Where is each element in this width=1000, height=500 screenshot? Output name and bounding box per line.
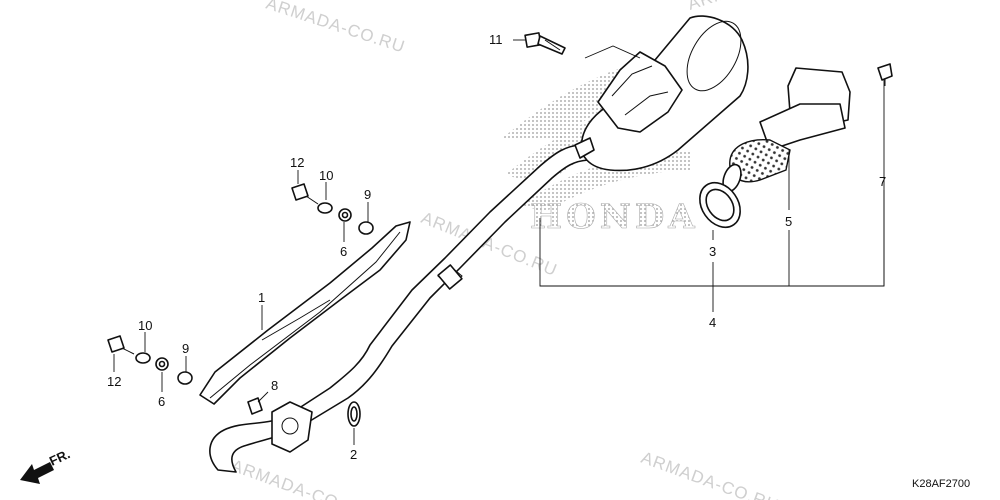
leader-lines xyxy=(113,39,885,445)
bolt-part-11 xyxy=(524,32,566,55)
heat-protector-part xyxy=(199,221,411,405)
honda-logo-text: HONDA xyxy=(530,197,699,237)
exhaust-gasket-part xyxy=(347,401,361,427)
exhaust-flange-part xyxy=(271,401,313,453)
callout-5: 5 xyxy=(785,214,792,229)
callout-6-lower: 6 xyxy=(158,394,165,409)
exhaust-pipe-part xyxy=(209,144,591,473)
watermark-1: ARMADA-CO.RU xyxy=(264,0,408,57)
front-label: FR. xyxy=(47,446,72,468)
callout-12-upper: 12 xyxy=(290,155,304,170)
lower-fastener-set xyxy=(107,335,193,385)
muffler-part xyxy=(574,15,749,172)
callout-10-upper: 10 xyxy=(319,168,333,183)
callout-8: 8 xyxy=(271,378,278,393)
front-direction-marker: FR. xyxy=(20,446,72,484)
tail-pipe-part xyxy=(722,67,851,193)
callout-4: 4 xyxy=(709,315,716,330)
front-arrow-icon xyxy=(20,462,54,484)
callout-3: 3 xyxy=(709,244,716,259)
callout-10-lower: 10 xyxy=(138,318,152,333)
upper-fastener-set xyxy=(291,183,374,235)
drawing-code: K28AF2700 xyxy=(912,478,970,490)
callout-9-lower: 9 xyxy=(182,341,189,356)
callout-1: 1 xyxy=(258,290,265,305)
callout-12-lower: 12 xyxy=(107,374,121,389)
watermark-2: ARMADA-CO.RU xyxy=(685,0,829,14)
callout-6-upper: 6 xyxy=(340,244,347,259)
watermark-4: ARMADA-CO.RU xyxy=(639,448,782,500)
callout-11: 11 xyxy=(489,32,503,47)
callout-7: 7 xyxy=(879,174,886,189)
callout-9-upper: 9 xyxy=(364,187,371,202)
callout-labels: 11 7 3 4 5 1 2 8 12 10 9 6 10 9 12 6 xyxy=(107,32,886,462)
callout-2: 2 xyxy=(350,447,357,462)
bolt-part-7 xyxy=(877,63,893,86)
watermark-5: ARMADA-CO.RU xyxy=(229,456,372,500)
gasket-part xyxy=(699,181,741,229)
